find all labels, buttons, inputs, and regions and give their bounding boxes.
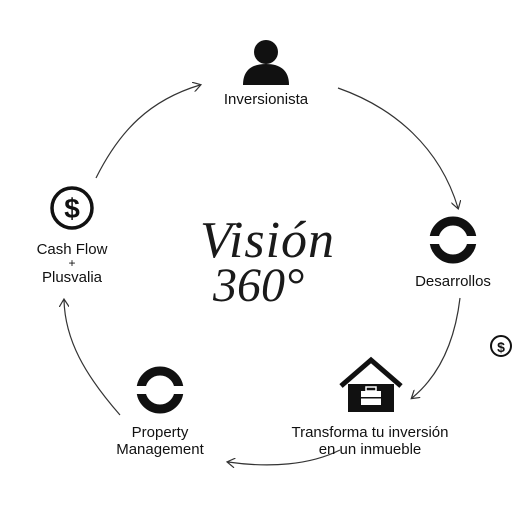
center-title-line1: Visión [200, 212, 336, 269]
arrow-cashflow-to-investor [95, 85, 200, 179]
dollar-coin-icon: $ [50, 186, 94, 230]
node-label-property-line2: Management [116, 441, 204, 458]
arrow-investor-to-developments [337, 87, 458, 208]
house-icon [339, 356, 403, 412]
ring-logo-icon [428, 216, 478, 264]
svg-text:$: $ [64, 193, 80, 224]
arrow-developments-to-transform [412, 297, 461, 398]
person-icon [243, 40, 289, 85]
node-label-developments: Desarrollos [415, 273, 491, 290]
node-label-cashflow-line1: Cash Flow [36, 241, 108, 258]
node-label-property-line1: Property [131, 424, 189, 441]
node-label-transform-line2: en un inmueble [318, 441, 422, 458]
node-label-transform-line1: Transforma tu inversión [291, 424, 449, 441]
arrow-property-to-cashflow [64, 300, 121, 416]
node-label-cashflow-line3: Plusvalia [41, 269, 103, 286]
arrow-transform-to-property [228, 449, 341, 465]
dollar-coin-icon: $ [490, 335, 512, 357]
center-title-line2: 360° [213, 259, 305, 312]
svg-text:$: $ [497, 339, 505, 355]
node-label-investor: Inversionista [223, 91, 309, 108]
node-label-cashflow-plus: + [68, 256, 76, 270]
ring-logo-icon [135, 366, 185, 414]
